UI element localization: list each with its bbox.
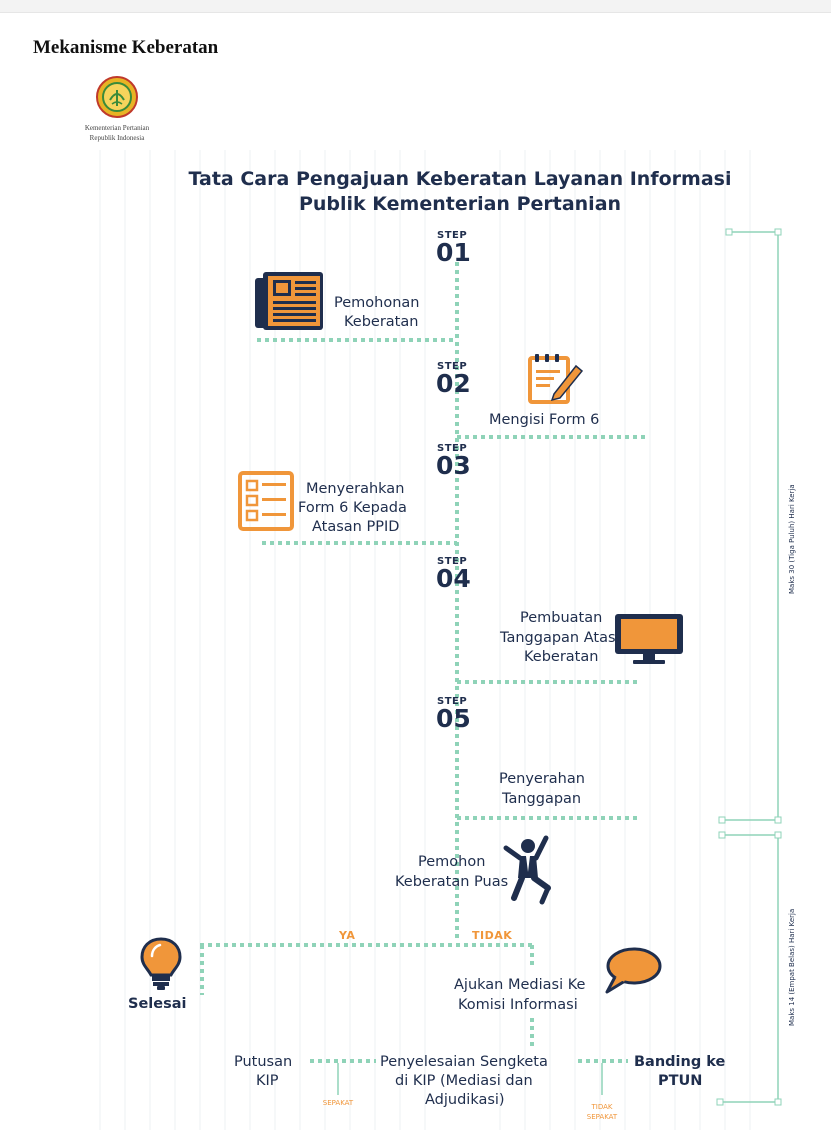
dispute-label-line-1: Penyelesaian Sengketa — [380, 1054, 548, 1070]
lightbulb-icon — [140, 937, 182, 990]
timeframe-14-days: Maks 14 (Empat Belas) Hari Kerja — [788, 908, 796, 1026]
timeframe-30-days: Maks 30 (Tiga Puluh) Hari Kerja — [788, 484, 796, 594]
step-5-number: 05 — [436, 704, 471, 733]
appeal-label-line-1: Banding ke — [634, 1054, 726, 1070]
top-bar — [0, 0, 831, 13]
step-4-label-line-3: Keberatan — [524, 649, 599, 665]
end-label: Selesai — [128, 996, 187, 1012]
appeal-label-line-2: PTUN — [658, 1073, 703, 1089]
step-5-label-line-2: Tanggapan — [502, 791, 582, 807]
speech-bubble-icon — [605, 947, 662, 994]
kip-decision-label-line-2: KIP — [256, 1073, 279, 1089]
step-4-number: 04 — [436, 564, 471, 593]
kip-decision-label-line-1: Putusan — [234, 1054, 293, 1070]
monitor-icon — [615, 614, 683, 664]
logo-line-1: Kementerian Pertanian — [84, 124, 150, 132]
step-5-word: STEP — [437, 696, 468, 707]
step-1-number: 01 — [436, 238, 471, 267]
step-3-label-line-3: Atasan PPID — [312, 519, 400, 535]
diagram-title-line-2: Publik Kementerian Pertanian — [298, 193, 622, 215]
disagree-label-line-2: SEPAKAT — [586, 1113, 618, 1121]
agree-label: SEPAKAT — [322, 1099, 354, 1107]
ministry-emblem-icon — [96, 76, 138, 118]
page-heading: Mekanisme Keberatan — [33, 37, 219, 58]
step-4-word: STEP — [437, 556, 468, 567]
newspaper-icon — [255, 272, 323, 330]
disagree-label-line-1: TIDAK — [591, 1103, 613, 1111]
decision-label-line-2: Keberatan Puas — [395, 874, 509, 890]
step-4-label-line-2: Tanggapan Atas — [500, 630, 616, 646]
mediation-label-line-2: Komisi Informasi — [458, 997, 578, 1013]
mediation-label-line-1: Ajukan Mediasi Ke — [454, 977, 586, 993]
logo-line-2: Republik Indonesia — [89, 134, 145, 142]
step-1-label-line-2: Keberatan — [344, 314, 419, 330]
notepad-pencil-icon — [528, 354, 584, 404]
dispute-label-line-2: di KIP (Mediasi dan — [395, 1073, 533, 1089]
step-2-word: STEP — [437, 361, 468, 372]
no-branch-label: TIDAK — [472, 929, 513, 942]
step-5-label-line-1: Penyerahan — [499, 771, 585, 787]
step-2-number: 02 — [436, 369, 471, 398]
step-1-word: STEP — [437, 230, 468, 241]
diagram-title-line-1: Tata Cara Pengajuan Keberatan Layanan In… — [188, 168, 732, 190]
step-3-number: 03 — [436, 451, 471, 480]
step-1-label-line-1: Pemohonan — [334, 295, 420, 311]
dispute-label-line-3: Adjudikasi) — [425, 1092, 505, 1108]
step-2-label-line-1: Mengisi Form 6 — [489, 412, 600, 428]
form-checklist-icon — [238, 471, 294, 531]
step-3-word: STEP — [437, 443, 468, 454]
decision-label-line-1: Pemohon — [418, 854, 486, 870]
yes-branch-label: YA — [339, 929, 356, 942]
jumping-person-icon — [503, 835, 551, 905]
ministry-logo: Kementerian Pertanian Republik Indonesia — [62, 76, 172, 150]
step-3-label-line-1: Menyerahkan — [306, 481, 405, 497]
step-4-label-line-1: Pembuatan — [520, 610, 603, 626]
step-3-label-line-2: Form 6 Kepada — [298, 500, 407, 516]
